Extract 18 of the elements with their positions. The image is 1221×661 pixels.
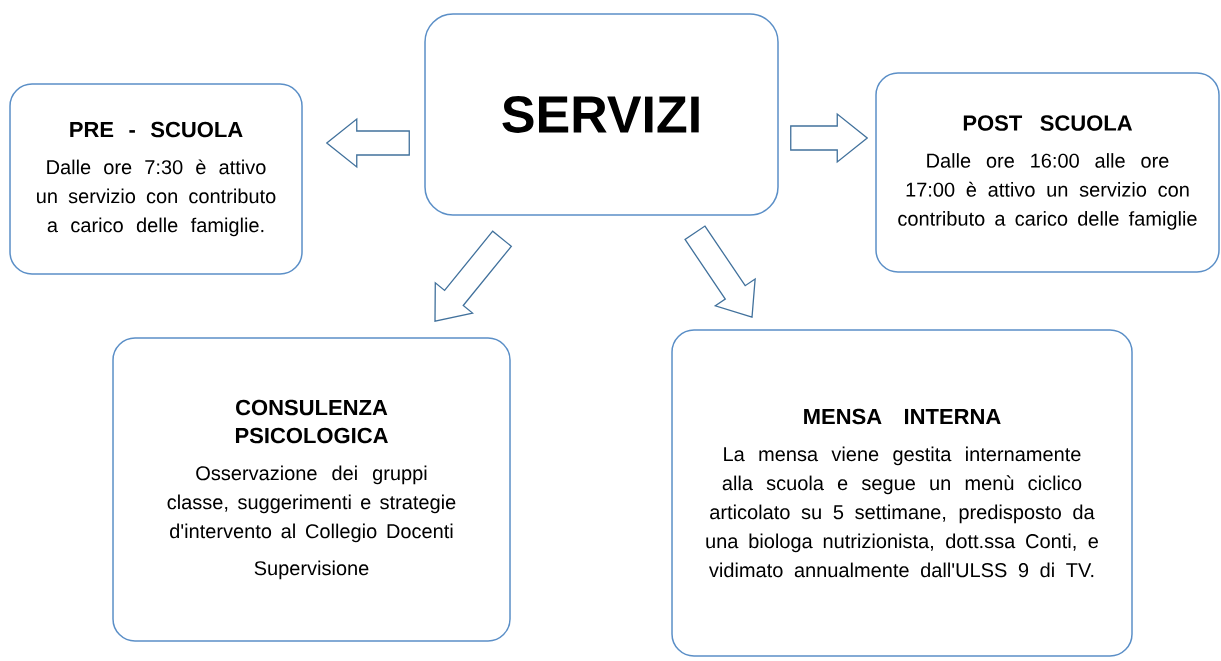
box-text: Osservazione dei gruppi classe, suggerimenti e strategie d'intervento al Collegio Docenti [167,465,456,543]
title-text: SERVIZI [502,96,699,133]
rounded-box [112,337,511,642]
box-heading: PRE - SCUOLA [70,121,243,138]
rounded-box [875,72,1220,273]
block-arrow [684,225,756,319]
box-heading: CONSULENZA PSICOLOGICA [236,399,388,444]
rounded-box [671,329,1133,657]
block-arrow [325,117,410,169]
block-arrow [790,112,869,164]
box-heading: POST SCUOLA [963,115,1133,131]
box-text: Dalle ore 7:30 è attivo un servizio con contributo a carico delle famiglie. [37,159,276,237]
rounded-box [9,83,303,275]
box-text: Dalle ore 16:00 alle ore 17:00 è attivo un servizio con contributo a carico delle famiglie [898,153,1197,230]
box-text: Supervisione [254,560,369,580]
box-heading: MENSA INTERNA [804,408,1001,425]
rounded-box [424,13,779,216]
box-text: La mensa viene gestita internamente alla scuola e segue un menù ciclico articolato su 5 settimane, predisposto da una biologa nutrizionista, dott.ssa Conti, e vidimato annualmente dall'ULSS 9 di TV. [706,446,1098,578]
